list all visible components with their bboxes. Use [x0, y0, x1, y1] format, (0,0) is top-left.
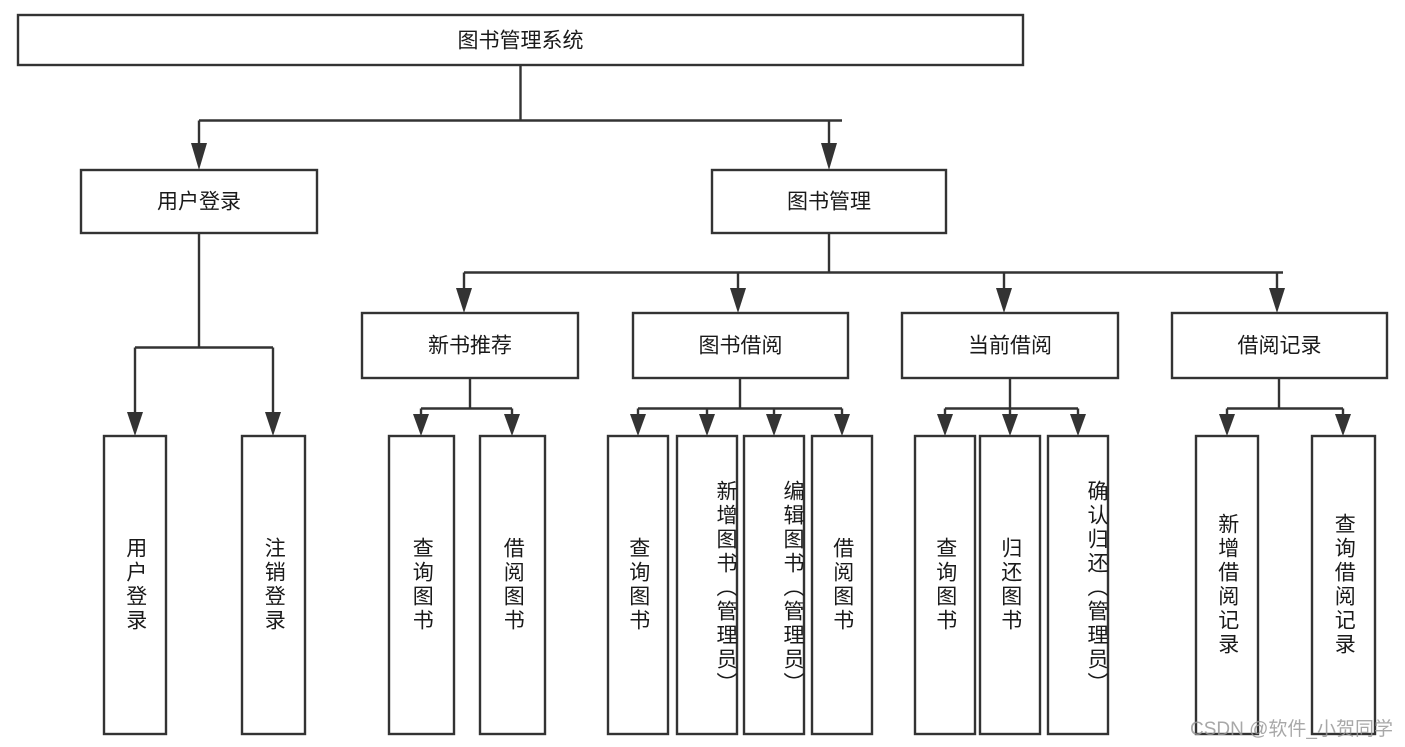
- arrow-head-leaf-query-book-3: [937, 414, 953, 436]
- node-user-login[interactable]: 用户登录: [79, 168, 319, 235]
- arrow-head-leaf-borrow-book-1: [504, 414, 520, 436]
- leaf-box-add-book[interactable]: [675, 434, 739, 736]
- leaf-box-logout[interactable]: [240, 434, 307, 736]
- node-book-borrow[interactable]: 图书借阅: [631, 311, 850, 380]
- node-new-book-recommend-box[interactable]: [360, 311, 580, 380]
- arrow-head-borrow-record: [1269, 288, 1285, 313]
- node-new-book-recommend[interactable]: 新书推荐: [360, 311, 580, 380]
- node-book-management-box[interactable]: [710, 168, 948, 235]
- node-book-borrow-box[interactable]: [631, 311, 850, 380]
- arrow-head-leaf-confirm-return: [1070, 414, 1086, 436]
- leaf-box-query-book-3[interactable]: [913, 434, 977, 736]
- node-root-label: 图书管理系统: [458, 30, 584, 53]
- connector-group-new-book-rec: [413, 378, 520, 436]
- connector-group-borrow-record: [1219, 378, 1351, 436]
- arrow-head-leaf-borrow-book-2: [834, 414, 850, 436]
- leaf-box-borrow-book-1[interactable]: [478, 434, 547, 736]
- leaf-box-borrow-book-2[interactable]: [810, 434, 874, 736]
- leaf-box-confirm-return[interactable]: [1046, 434, 1110, 736]
- node-book-borrow-label: 图书借阅: [699, 335, 783, 358]
- leaf-box-return-book[interactable]: [978, 434, 1042, 736]
- node-user-login-box[interactable]: [79, 168, 319, 235]
- node-book-management[interactable]: 图书管理: [710, 168, 948, 235]
- leaf-box-group: [102, 434, 1377, 736]
- arrow-head-leaf-edit-book: [766, 414, 782, 436]
- arrow-head-leaf-add-book: [699, 414, 715, 436]
- arrow-head-current-borrow: [996, 288, 1012, 313]
- leaf-box-query-book-2[interactable]: [606, 434, 670, 736]
- arrow-head-leaf-user-login: [127, 412, 143, 436]
- arrow-head-book-borrow: [730, 288, 746, 313]
- leaf-box-user-login[interactable]: [102, 434, 168, 736]
- leaf-box-add-record[interactable]: [1194, 434, 1260, 736]
- leaf-box-query-book-1[interactable]: [387, 434, 456, 736]
- node-current-borrow-box[interactable]: [900, 311, 1120, 380]
- node-book-management-label: 图书管理: [787, 191, 871, 214]
- leaf-box-query-record[interactable]: [1310, 434, 1377, 736]
- connector-group-book-borrow: [630, 378, 850, 436]
- arrow-head-leaf-query-book-2: [630, 414, 646, 436]
- node-borrow-record[interactable]: 借阅记录: [1170, 311, 1389, 380]
- arrow-head-book-mgmt: [821, 143, 837, 170]
- leaf-box-edit-book[interactable]: [742, 434, 806, 736]
- connector-group-user-login: [127, 233, 281, 436]
- connector-group-current-borrow: [937, 378, 1086, 436]
- connector-group-book-management: [456, 233, 1285, 313]
- node-new-book-recommend-label: 新书推荐: [428, 335, 512, 358]
- node-current-borrow-label: 当前借阅: [968, 335, 1052, 358]
- arrow-head-leaf-logout: [265, 412, 281, 436]
- arrow-head-leaf-add-record: [1219, 414, 1235, 436]
- node-root[interactable]: 图书管理系统: [16, 13, 1025, 67]
- node-root-box[interactable]: [16, 13, 1025, 67]
- arrow-head-leaf-return-book: [1002, 414, 1018, 436]
- node-user-login-label: 用户登录: [157, 191, 241, 214]
- arrow-head-user-login: [191, 143, 207, 170]
- arrow-head-leaf-query-book-1: [413, 414, 429, 436]
- node-borrow-record-label: 借阅记录: [1238, 335, 1322, 358]
- arrow-head-leaf-query-record: [1335, 414, 1351, 436]
- node-current-borrow[interactable]: 当前借阅: [900, 311, 1120, 380]
- arrow-head-new-book-rec: [456, 288, 472, 313]
- node-borrow-record-box[interactable]: [1170, 311, 1389, 380]
- connector-group-root: [191, 65, 842, 170]
- csdn-watermark: CSDN @软件_小贺同学: [1190, 719, 1393, 740]
